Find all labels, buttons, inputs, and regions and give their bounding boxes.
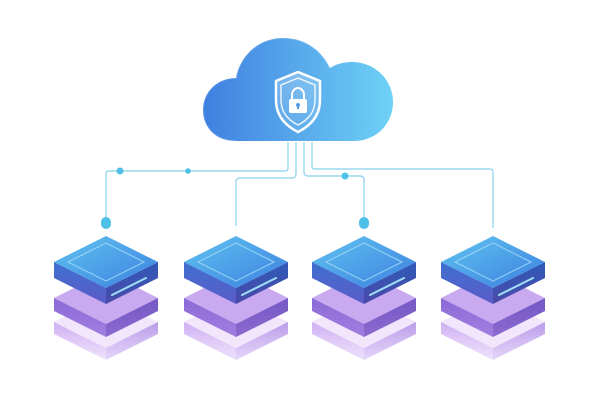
connector-dot bbox=[185, 168, 191, 174]
shield-lock-icon bbox=[274, 70, 322, 134]
server-3 bbox=[312, 236, 416, 360]
connector-server-2 bbox=[235, 142, 297, 226]
server-4 bbox=[441, 236, 545, 360]
server-stack-icon bbox=[54, 236, 158, 360]
connector-dot bbox=[359, 219, 369, 229]
server-stack-icon bbox=[441, 236, 545, 360]
connector-server-3 bbox=[303, 142, 365, 222]
connector-server-4 bbox=[311, 142, 494, 228]
connector-lines bbox=[105, 142, 494, 228]
connector-endpoints bbox=[101, 219, 369, 229]
server-1 bbox=[54, 236, 158, 360]
connector-dot bbox=[341, 172, 349, 180]
connector-dot bbox=[101, 219, 111, 229]
server-stack-icon bbox=[312, 236, 416, 360]
connector-dot bbox=[116, 167, 124, 175]
server-2 bbox=[184, 236, 288, 360]
connector-server-1 bbox=[105, 142, 289, 222]
server-stack-icon bbox=[184, 236, 288, 360]
